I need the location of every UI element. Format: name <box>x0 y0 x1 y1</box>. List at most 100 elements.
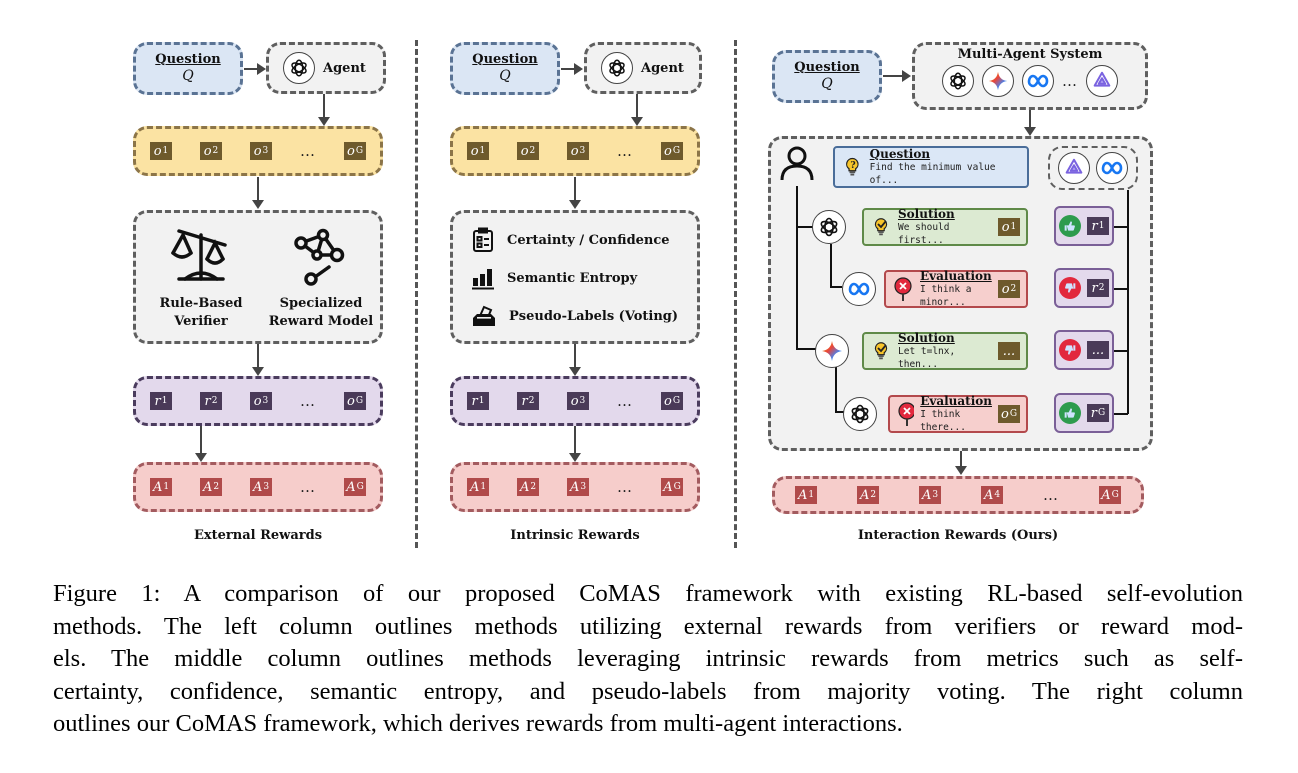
meta-logo-icon <box>1096 152 1128 184</box>
bubble-title: Solution <box>898 207 955 221</box>
agent-label: Agent <box>323 60 366 76</box>
openai-logo-icon <box>812 210 846 244</box>
tree-line <box>835 411 845 413</box>
question-box: Question Q <box>772 50 882 103</box>
rule-based-verifier: Rule-Based Verifier <box>156 227 246 331</box>
arrow-system-to-interaction <box>1024 110 1036 136</box>
judges-box <box>1048 146 1138 190</box>
specialized-reward-model: Specialized Reward Model <box>264 227 378 331</box>
ellipsis: … <box>300 392 316 410</box>
metric-item: Pseudo-Labels (Voting) <box>471 297 697 335</box>
question-bulb-icon: ? <box>841 154 864 180</box>
tree-line <box>1114 288 1128 290</box>
question-symbol: Q <box>499 68 511 84</box>
openai-logo-icon <box>843 397 877 431</box>
metric-label: Pseudo-Labels (Voting) <box>509 308 679 324</box>
bubble-title: Evaluation <box>920 394 992 408</box>
metrics-box: Certainty / Confidence Semantic Entropy … <box>450 210 700 344</box>
bubble-text: Let t=lnx, then... <box>898 346 956 370</box>
verifier-box: Rule-Based Verifier <box>133 210 383 344</box>
ellipsis: … <box>617 478 633 496</box>
caption-line: methods. The left column outlines method… <box>53 612 1243 640</box>
question-symbol: Q <box>821 76 833 92</box>
metric-item: Certainty / Confidence <box>471 221 697 259</box>
reject-sign-icon <box>898 402 915 426</box>
thumbs-up-icon <box>1059 402 1081 424</box>
ballot-box-icon <box>473 305 495 326</box>
multi-agent-system-box: Multi-Agent System … <box>912 42 1148 110</box>
arrow-outputs-to-metrics <box>569 177 581 209</box>
tree-line <box>835 367 837 413</box>
agent-label: Agent <box>641 60 684 76</box>
tree-line <box>830 244 832 288</box>
question-label: Question <box>472 52 538 67</box>
ellipsis: … <box>617 142 633 160</box>
arrow-agent-to-outputs <box>318 94 330 126</box>
thumbs-down-icon <box>1059 339 1081 361</box>
question-label: Question <box>155 52 221 67</box>
bubble-text: We should first... <box>898 222 950 246</box>
thumbs-up-icon <box>1059 215 1081 237</box>
output-chip: ... <box>998 342 1020 360</box>
arrow-interaction-to-advantages <box>955 451 967 475</box>
openai-logo-icon <box>942 65 974 97</box>
tree-line <box>796 186 798 350</box>
ellipsis: … <box>1043 486 1059 504</box>
tree-line <box>796 348 816 350</box>
tree-line <box>1127 190 1129 414</box>
arrow-question-to-system <box>883 70 911 82</box>
bubble-text: I think there... <box>920 409 966 433</box>
bubble-text: I think a minor... <box>920 284 972 308</box>
verifier-label-line1: Specialized <box>279 296 363 311</box>
svg-text:?: ? <box>850 161 855 171</box>
metric-label: Semantic Entropy <box>507 270 638 286</box>
openai-logo-icon <box>283 52 315 84</box>
meta-logo-icon <box>842 272 876 306</box>
clipboard-checklist-icon <box>473 227 493 252</box>
figure-caption: Figure 1: A comparison of our proposed C… <box>53 578 1243 741</box>
verifier-label-line1: Rule-Based <box>159 296 243 311</box>
bubble-title: Question <box>869 147 931 161</box>
reward-chip: ... <box>1087 341 1109 359</box>
column-title: External Rewards <box>193 528 323 543</box>
metric-item: Semantic Entropy <box>471 259 697 297</box>
arrow-rewards-to-advantages <box>569 426 581 462</box>
caption-line: certainty, confidence, semantic entropy,… <box>53 677 1243 705</box>
arrow-agent-to-outputs <box>631 94 643 126</box>
reward-verdict-box: ... <box>1054 330 1114 370</box>
arrow-outputs-to-verifier <box>252 177 264 209</box>
